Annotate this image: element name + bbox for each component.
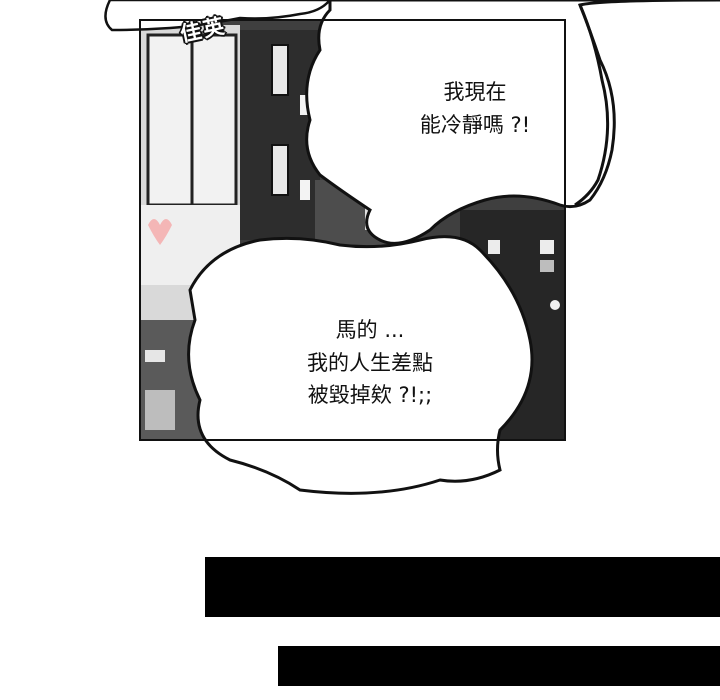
lamp xyxy=(145,350,165,362)
tower-window-small xyxy=(300,180,310,200)
speech-bubble-top xyxy=(305,0,720,245)
panel-frame xyxy=(139,19,566,441)
heart-decoration-icon xyxy=(148,219,172,245)
name-bubble xyxy=(104,0,332,32)
redaction-bar xyxy=(205,557,720,617)
tower-window xyxy=(271,44,289,96)
right-window xyxy=(540,260,554,272)
speech-bubble-top-edge xyxy=(574,4,610,207)
speech-bubble-bottom-text: 馬的 ... 我的人生差點 被毀掉欸 ?!;; xyxy=(307,318,433,408)
tower-window-small xyxy=(300,95,310,115)
street-light xyxy=(550,300,560,310)
speech-bubble-top-text: 我現在 能冷靜嗎 ?! xyxy=(419,80,531,137)
tower-window xyxy=(271,144,289,196)
redaction-bar xyxy=(278,646,720,686)
speech-bubble-bottom xyxy=(187,235,534,495)
shelf xyxy=(145,390,175,430)
right-window xyxy=(540,240,554,254)
right-window xyxy=(488,240,500,254)
